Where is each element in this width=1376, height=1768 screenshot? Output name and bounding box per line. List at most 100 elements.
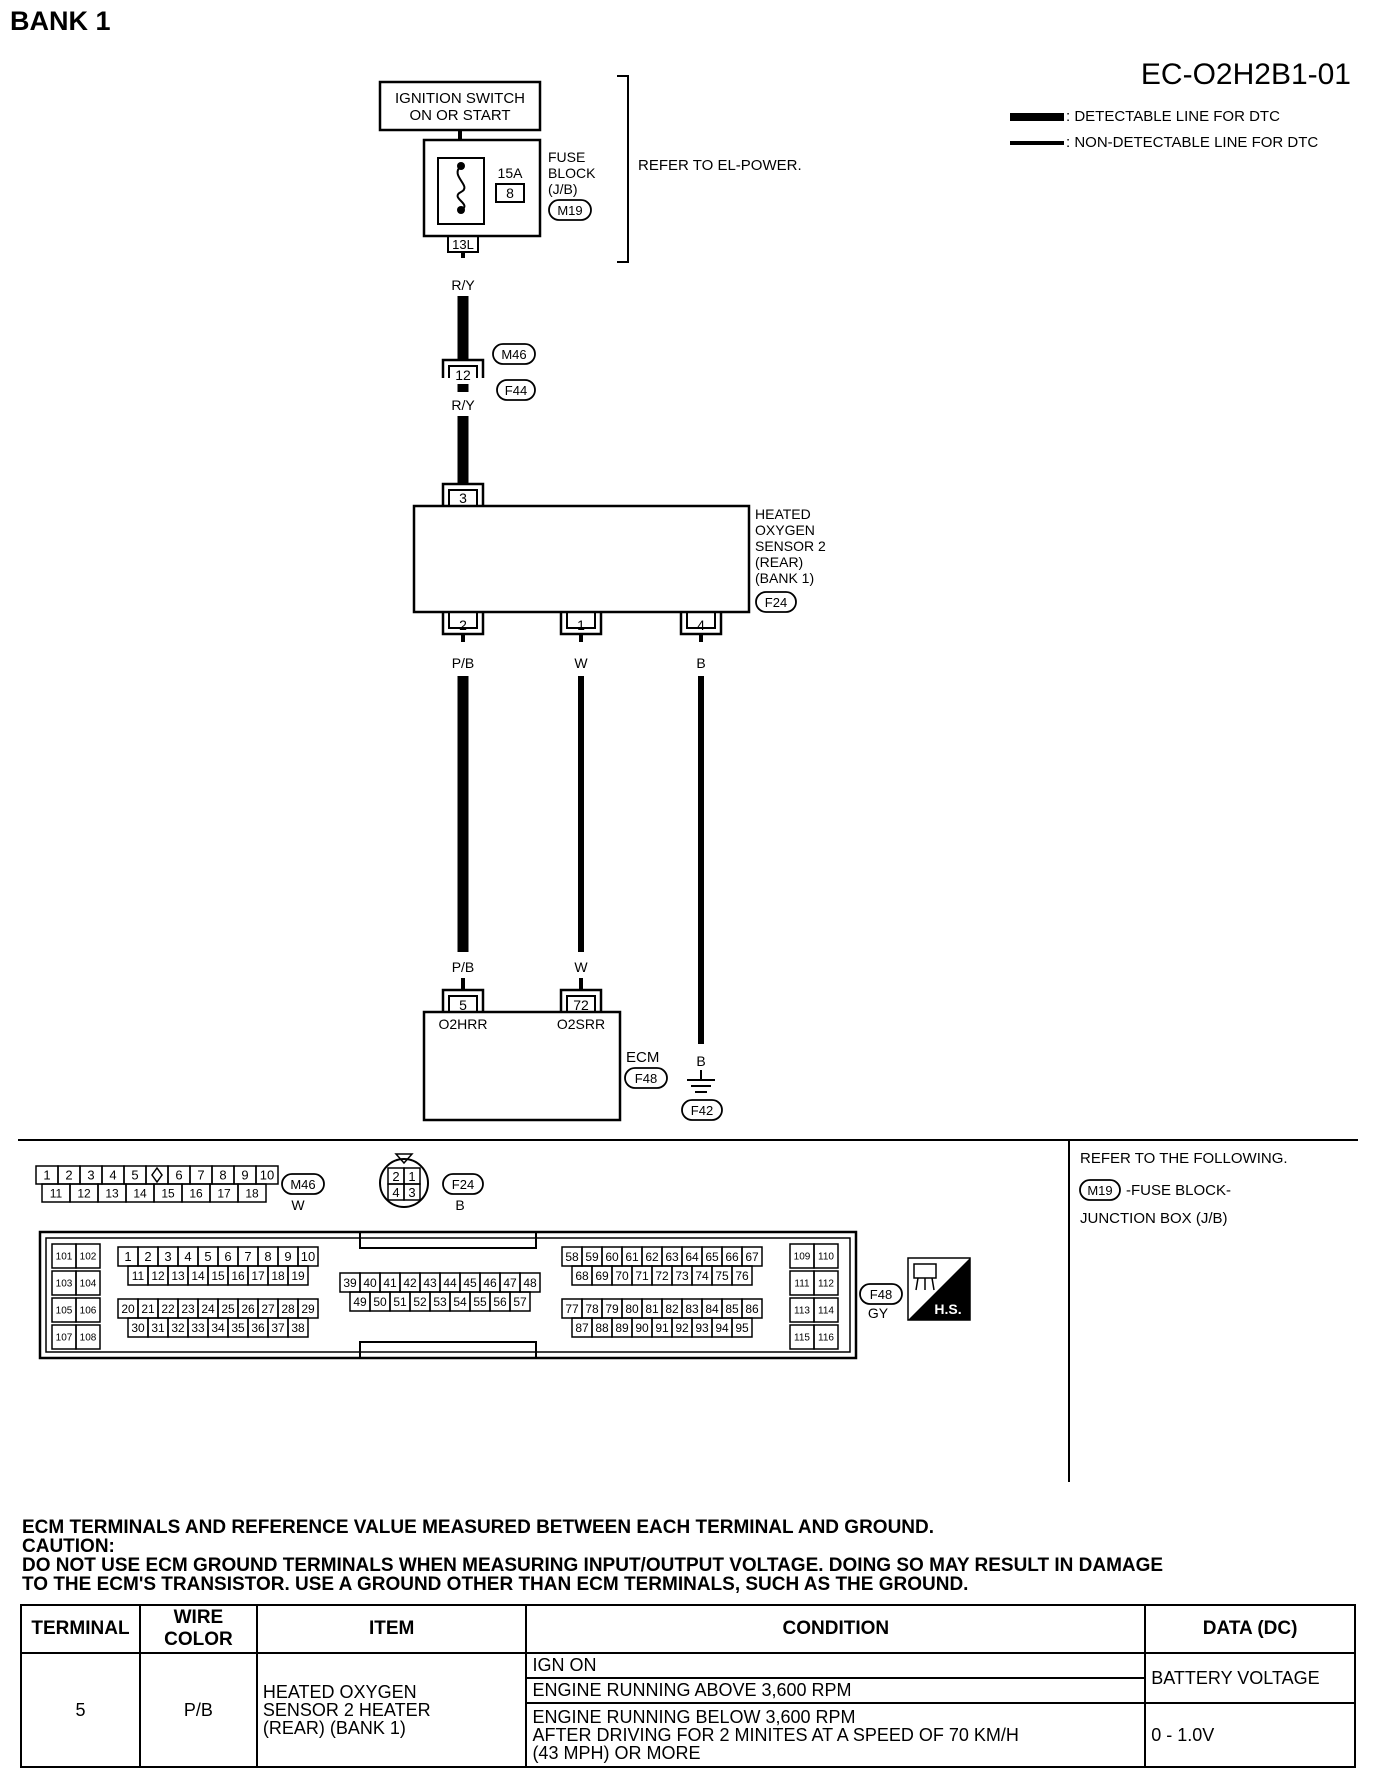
f48-pin-label: 84	[705, 1302, 719, 1316]
table-row: ENGINE RUNNING ABOVE 3,600 RPM	[21, 1677, 1355, 1704]
sensor-terminal-2-label: 2	[459, 617, 467, 633]
f24-pin-4: 4	[392, 1185, 399, 1200]
fuse-label-line3: (J/B)	[548, 181, 578, 197]
sensor-name-line1: HEATED	[755, 506, 811, 522]
f48-pin-label: 77	[565, 1302, 579, 1316]
f24-color: B	[455, 1197, 464, 1213]
ecm-terminal-5-label: 5	[459, 997, 467, 1013]
page-title: BANK 1	[10, 6, 111, 36]
ignition-label-line2: ON OR START	[409, 107, 510, 124]
header-condition: CONDITION	[525, 1604, 1147, 1654]
f48-pin-label: 10	[301, 1249, 315, 1264]
joint-terminal: 12	[455, 367, 471, 383]
f48-pin-label: 7	[244, 1249, 251, 1264]
header-wire-color: WIRE COLOR	[138, 1604, 258, 1654]
fuse-label-line2: BLOCK	[548, 165, 596, 181]
f48-pin-label: 69	[595, 1269, 609, 1283]
connector-f24-face: 2 1 4 3	[379, 1153, 429, 1208]
f48-pin-label: 85	[725, 1302, 739, 1316]
f24-pin-1: 1	[408, 1169, 415, 1184]
m46-pin-label: 13	[105, 1186, 119, 1200]
condition-3-line1: ENGINE RUNNING BELOW 3,600 RPM	[532, 1707, 856, 1727]
f24-pin-3: 3	[408, 1185, 415, 1200]
legend-detectable-label: : DETECTABLE LINE FOR DTC	[1066, 108, 1280, 125]
fuse-number: 8	[506, 185, 514, 201]
f24-pin-2: 2	[392, 1169, 399, 1184]
note-line4: TO THE ECM'S TRANSISTOR. USE A GROUND OT…	[22, 1574, 969, 1595]
f48-pin-label: 52	[413, 1295, 427, 1309]
wire-color-pb-upper: P/B	[452, 655, 475, 671]
note-line3: DO NOT USE ECM GROUND TERMINALS WHEN MEA…	[22, 1555, 1164, 1576]
f48-pin-label: 27	[261, 1302, 275, 1316]
f48-pin-label: 50	[373, 1295, 387, 1309]
m46-pin-label: 11	[50, 1186, 63, 1200]
wire-color-ry-lower: R/Y	[451, 397, 475, 413]
cell-wire-color: P/B	[138, 1652, 258, 1768]
cell-data-2: 0 - 1.0V	[1144, 1702, 1356, 1768]
sensor-terminal-4-label: 4	[697, 617, 705, 633]
fuse-rating: 15A	[498, 165, 524, 181]
item-line2: SENSOR 2 HEATER	[262, 1700, 431, 1720]
sensor-name-line2: OXYGEN	[755, 522, 815, 538]
f48-pin-label: 61	[625, 1250, 639, 1264]
f48-pin-label: 54	[453, 1295, 467, 1309]
oxygen-sensor-box	[412, 504, 751, 614]
f48-pin	[75, 1243, 101, 1269]
f48-pin-label: 23	[181, 1302, 195, 1316]
refer-el-power: REFER TO EL-POWER.	[638, 157, 802, 174]
header-data: DATA (DC)	[1144, 1604, 1356, 1654]
fuse-connector-id: M19	[557, 203, 582, 218]
m46-pin-label: 7	[197, 1168, 204, 1183]
f48-pin-label: 80	[625, 1302, 639, 1316]
f48-pin-label: 103	[56, 1279, 73, 1290]
table-header-row: TERMINAL WIRE COLOR ITEM CONDITION DATA …	[20, 1604, 1356, 1654]
ignition-label-line1: IGNITION SWITCH	[395, 90, 525, 107]
f48-pin-label: 74	[695, 1269, 709, 1283]
cell-condition-2: ENGINE RUNNING ABOVE 3,600 RPM	[525, 1677, 1147, 1704]
fuse-icon	[456, 165, 466, 211]
sensor-terminal-3: 3	[459, 490, 467, 506]
f48-pin	[813, 1270, 839, 1296]
f48-pin-label: 40	[363, 1276, 377, 1290]
legend-detectable: : DETECTABLE LINE FOR DTC	[1010, 108, 1280, 125]
f48-pin-label: 71	[635, 1269, 649, 1283]
legend-non-detectable: : NON-DETECTABLE LINE FOR DTC	[1010, 134, 1318, 151]
m46-pin-label: 18	[245, 1186, 259, 1200]
header-item: ITEM	[255, 1604, 528, 1654]
f48-pin-label: 102	[80, 1252, 97, 1263]
f48-pin-label: 89	[615, 1321, 629, 1335]
f48-pin-label: 101	[56, 1252, 73, 1263]
joint-connector-f44: F44	[505, 383, 527, 398]
f24-id: F24	[452, 1177, 474, 1192]
f48-pin-label: 25	[221, 1302, 235, 1316]
f48-pin-label: 31	[151, 1321, 165, 1335]
f48-pin	[75, 1297, 101, 1323]
f48-pin-label: 13	[171, 1269, 185, 1283]
f48-pin-label: 14	[191, 1269, 205, 1283]
f48-pin-label: 19	[291, 1269, 305, 1283]
f48-pin-label: 105	[56, 1306, 73, 1317]
item-line1: HEATED OXYGEN	[262, 1682, 417, 1702]
m46-pin-label: 8	[219, 1168, 226, 1183]
f48-pin-label: 33	[191, 1321, 205, 1335]
sensor-name: HEATED OXYGEN SENSOR 2 (REAR) (BANK 1) F…	[755, 506, 826, 613]
f48-pin-label: 35	[231, 1321, 245, 1335]
fuse-terminal: 13L	[452, 237, 474, 252]
f48-pin-label: 48	[523, 1276, 537, 1290]
wire-color-b-upper: B	[696, 655, 705, 671]
f48-pin-label: 44	[443, 1276, 457, 1290]
m46-pin-label: 10	[260, 1168, 274, 1183]
f48-pin-label: 86	[745, 1302, 759, 1316]
sensor-top-terminal: 3	[441, 482, 485, 506]
f48-pin-label: 12	[151, 1269, 165, 1283]
f48-pin-label: 78	[585, 1302, 599, 1316]
m46-pin-label: 4	[109, 1168, 116, 1183]
f48-pin	[75, 1270, 101, 1296]
f48-pin-label: 53	[433, 1295, 447, 1309]
sensor-name-line5: (BANK 1)	[755, 570, 814, 586]
f48-pin-label: 37	[271, 1321, 285, 1335]
cell-data-1: BATTERY VOLTAGE	[1144, 1652, 1356, 1704]
fuse-block: 15A 8 FUSE BLOCK (J/B) M19 13L	[422, 138, 596, 253]
f48-pin-label: 68	[575, 1269, 589, 1283]
f48-pin-label: 55	[473, 1295, 487, 1309]
